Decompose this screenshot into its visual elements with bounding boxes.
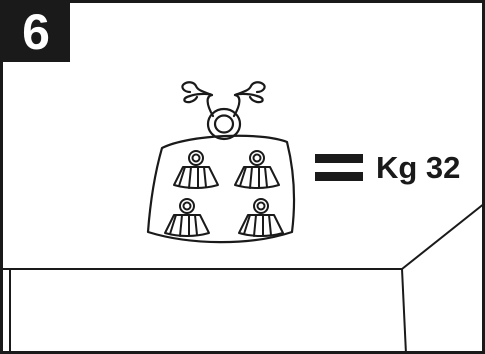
kettlebell-adjustable-icon	[146, 81, 296, 244]
weight-plate-icon	[238, 198, 284, 237]
weight-label: Kg 32	[376, 150, 461, 185]
table-surface	[0, 202, 485, 354]
weight-plates	[164, 150, 284, 237]
weight-plate-icon	[164, 198, 210, 237]
weight-plate-icon	[173, 150, 219, 189]
weight-plate-icon	[234, 150, 280, 189]
step-number: 6	[22, 4, 50, 60]
equals-icon	[315, 154, 363, 181]
step-badge	[2, 2, 70, 62]
